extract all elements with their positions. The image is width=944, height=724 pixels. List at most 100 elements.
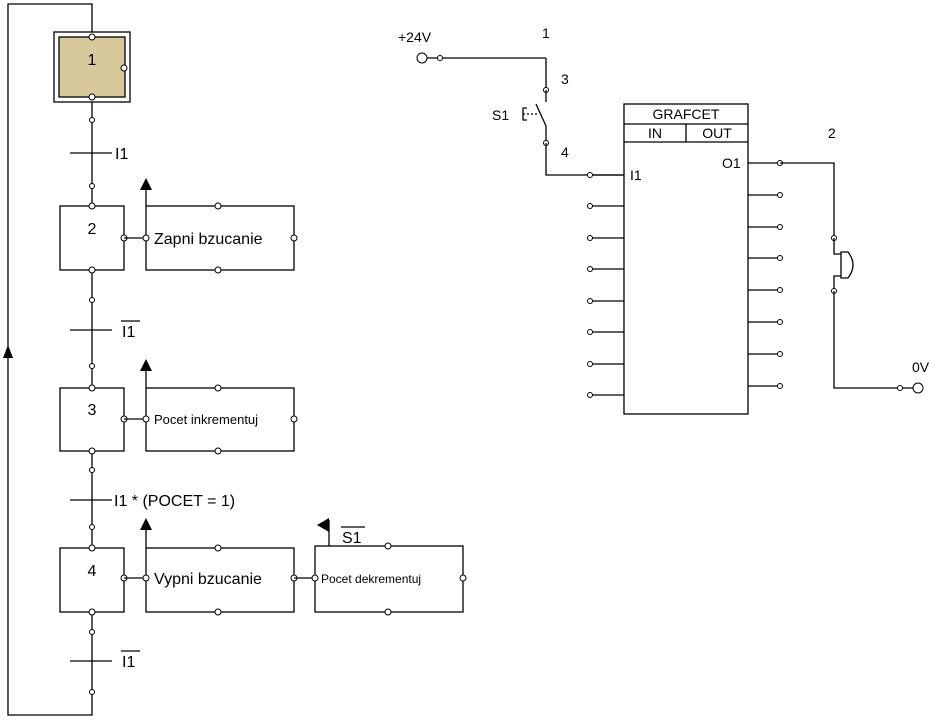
step-2[interactable]: 2 xyxy=(59,202,128,274)
grafcet-block-output-label: O1 xyxy=(722,155,741,171)
electrical-circuit: +24V 1 3 S1 4 GRAFCET IN OUT xyxy=(398,25,930,415)
transition-3-bottom-pin xyxy=(89,524,95,530)
output-pin-2[interactable] xyxy=(777,192,783,198)
switch-s1[interactable]: S1 xyxy=(492,90,547,143)
input-pin-6[interactable] xyxy=(587,329,593,335)
transition-2-condition: I1 xyxy=(122,324,135,341)
step-4-top-pin xyxy=(88,544,96,552)
supply-ground-terminal[interactable] xyxy=(912,382,924,394)
action-4b-flag-icon xyxy=(317,518,329,532)
step-4-box xyxy=(59,547,125,613)
action-3-label: Pocet inkrementuj xyxy=(154,412,258,427)
input-pin-1[interactable] xyxy=(587,172,593,178)
step-1-right-pin xyxy=(120,64,128,72)
output-pin-7[interactable] xyxy=(777,351,783,357)
buzzer-icon xyxy=(840,251,854,279)
transition-3[interactable]: I1 * (POCET = 1) xyxy=(70,467,235,530)
grafcet-block-in-header: IN xyxy=(648,125,662,141)
step-2-box xyxy=(59,205,125,271)
transition-4[interactable]: I1 xyxy=(70,629,140,695)
wire-1-node xyxy=(437,55,443,61)
supply-ground-label: 0V xyxy=(912,359,930,375)
action-2-top-pin xyxy=(214,202,222,210)
step-1-number: 1 xyxy=(88,52,97,69)
transition-4-top-pin xyxy=(89,629,95,635)
transition-2-top-pin xyxy=(89,297,95,303)
action-4a-arrow-icon xyxy=(140,518,152,530)
input-pin-2[interactable] xyxy=(587,203,593,209)
action-vypni-bzucanie[interactable]: Vypni bzucanie xyxy=(124,518,298,616)
input-pin-7[interactable] xyxy=(587,361,593,367)
transition-2[interactable]: I1 xyxy=(70,297,140,369)
wire-ground xyxy=(833,291,913,389)
action-4b-left-pin xyxy=(311,574,319,582)
step-3[interactable]: 3 xyxy=(59,384,128,455)
wire-label-3: 3 xyxy=(561,71,569,87)
step-3-box xyxy=(59,387,125,452)
action-4a-label: Vypni bzucanie xyxy=(154,571,262,588)
output-pin-8[interactable] xyxy=(777,383,783,389)
action-4a-left-pin xyxy=(142,574,150,582)
switch-s1-pushbutton-icon xyxy=(522,107,527,121)
supply-positive-terminal[interactable] xyxy=(416,52,428,64)
action-4b-bottom-pin xyxy=(384,608,392,616)
buzzer-top-lead xyxy=(833,238,841,255)
action-4b-top-pin xyxy=(384,542,392,550)
action-3-right-pin xyxy=(290,415,298,423)
action-2-arrow-icon xyxy=(140,178,152,190)
action-4a-bottom-pin xyxy=(214,608,222,616)
step-2-bottom-pin xyxy=(88,266,96,274)
output-pin-5[interactable] xyxy=(777,287,783,293)
action-3-left-pin xyxy=(142,415,150,423)
grafcet-block-out-header: OUT xyxy=(702,125,732,141)
action-pocet-dekrementuj[interactable]: S1 Pocet dekrementuj xyxy=(294,518,467,616)
step-1-bottom-pin xyxy=(88,93,96,101)
return-loop-line xyxy=(7,3,93,716)
wire-4 xyxy=(545,143,624,176)
output-pin-6[interactable] xyxy=(777,319,783,325)
output-pin-3[interactable] xyxy=(777,224,783,230)
action-4a-box xyxy=(145,547,295,613)
action-2-bottom-pin xyxy=(214,266,222,274)
step-1-top-pin xyxy=(88,33,96,41)
action-4b-right-pin xyxy=(459,574,467,582)
transition-1[interactable]: I1 xyxy=(70,117,128,189)
action-4b-condition: S1 xyxy=(342,530,362,547)
step-2-number: 2 xyxy=(88,221,97,238)
supply-positive-label: +24V xyxy=(398,29,432,45)
step-2-top-pin xyxy=(88,202,96,210)
buzzer-bottom-lead xyxy=(833,275,841,291)
input-pin-4[interactable] xyxy=(587,266,593,272)
action-4b-box xyxy=(314,545,464,613)
grafcet-block-title: GRAFCET xyxy=(653,106,720,122)
return-arrow-icon xyxy=(3,345,13,358)
action-zapni-bzucanie[interactable]: Zapni bzucanie xyxy=(124,178,298,274)
wire-label-2: 2 xyxy=(828,125,836,141)
switch-s1-label: S1 xyxy=(492,107,509,123)
step-4-number: 4 xyxy=(88,563,97,580)
buzzer[interactable] xyxy=(833,238,854,291)
step-4-bottom-pin xyxy=(88,608,96,616)
grafcet-chart: 1 I1 2 Za xyxy=(3,3,467,716)
grafcet-block[interactable]: GRAFCET IN OUT I1 O1 xyxy=(587,103,783,415)
input-pin-5[interactable] xyxy=(587,298,593,304)
input-pin-8[interactable] xyxy=(587,392,593,398)
transition-1-condition: I1 xyxy=(115,146,128,163)
step-4[interactable]: 4 xyxy=(59,544,128,616)
step-1[interactable]: 1 xyxy=(53,31,131,103)
action-2-label: Zapni bzucanie xyxy=(154,231,263,248)
transition-3-condition: I1 * (POCET = 1) xyxy=(114,493,235,510)
transition-1-top-pin xyxy=(89,117,95,123)
wire-label-1: 1 xyxy=(542,25,550,41)
grafcet-block-output-pins xyxy=(748,160,783,389)
transition-1-bottom-pin xyxy=(89,183,95,189)
output-pin-4[interactable] xyxy=(777,255,783,261)
action-pocet-inkrementuj[interactable]: Pocet inkrementuj xyxy=(124,359,298,455)
step-3-bottom-pin xyxy=(88,447,96,455)
action-4b-label: Pocet dekrementuj xyxy=(321,572,421,586)
transition-4-bottom-pin xyxy=(89,689,95,695)
action-2-left-pin xyxy=(142,234,150,242)
input-pin-3[interactable] xyxy=(587,235,593,241)
action-3-bottom-pin xyxy=(214,447,222,455)
